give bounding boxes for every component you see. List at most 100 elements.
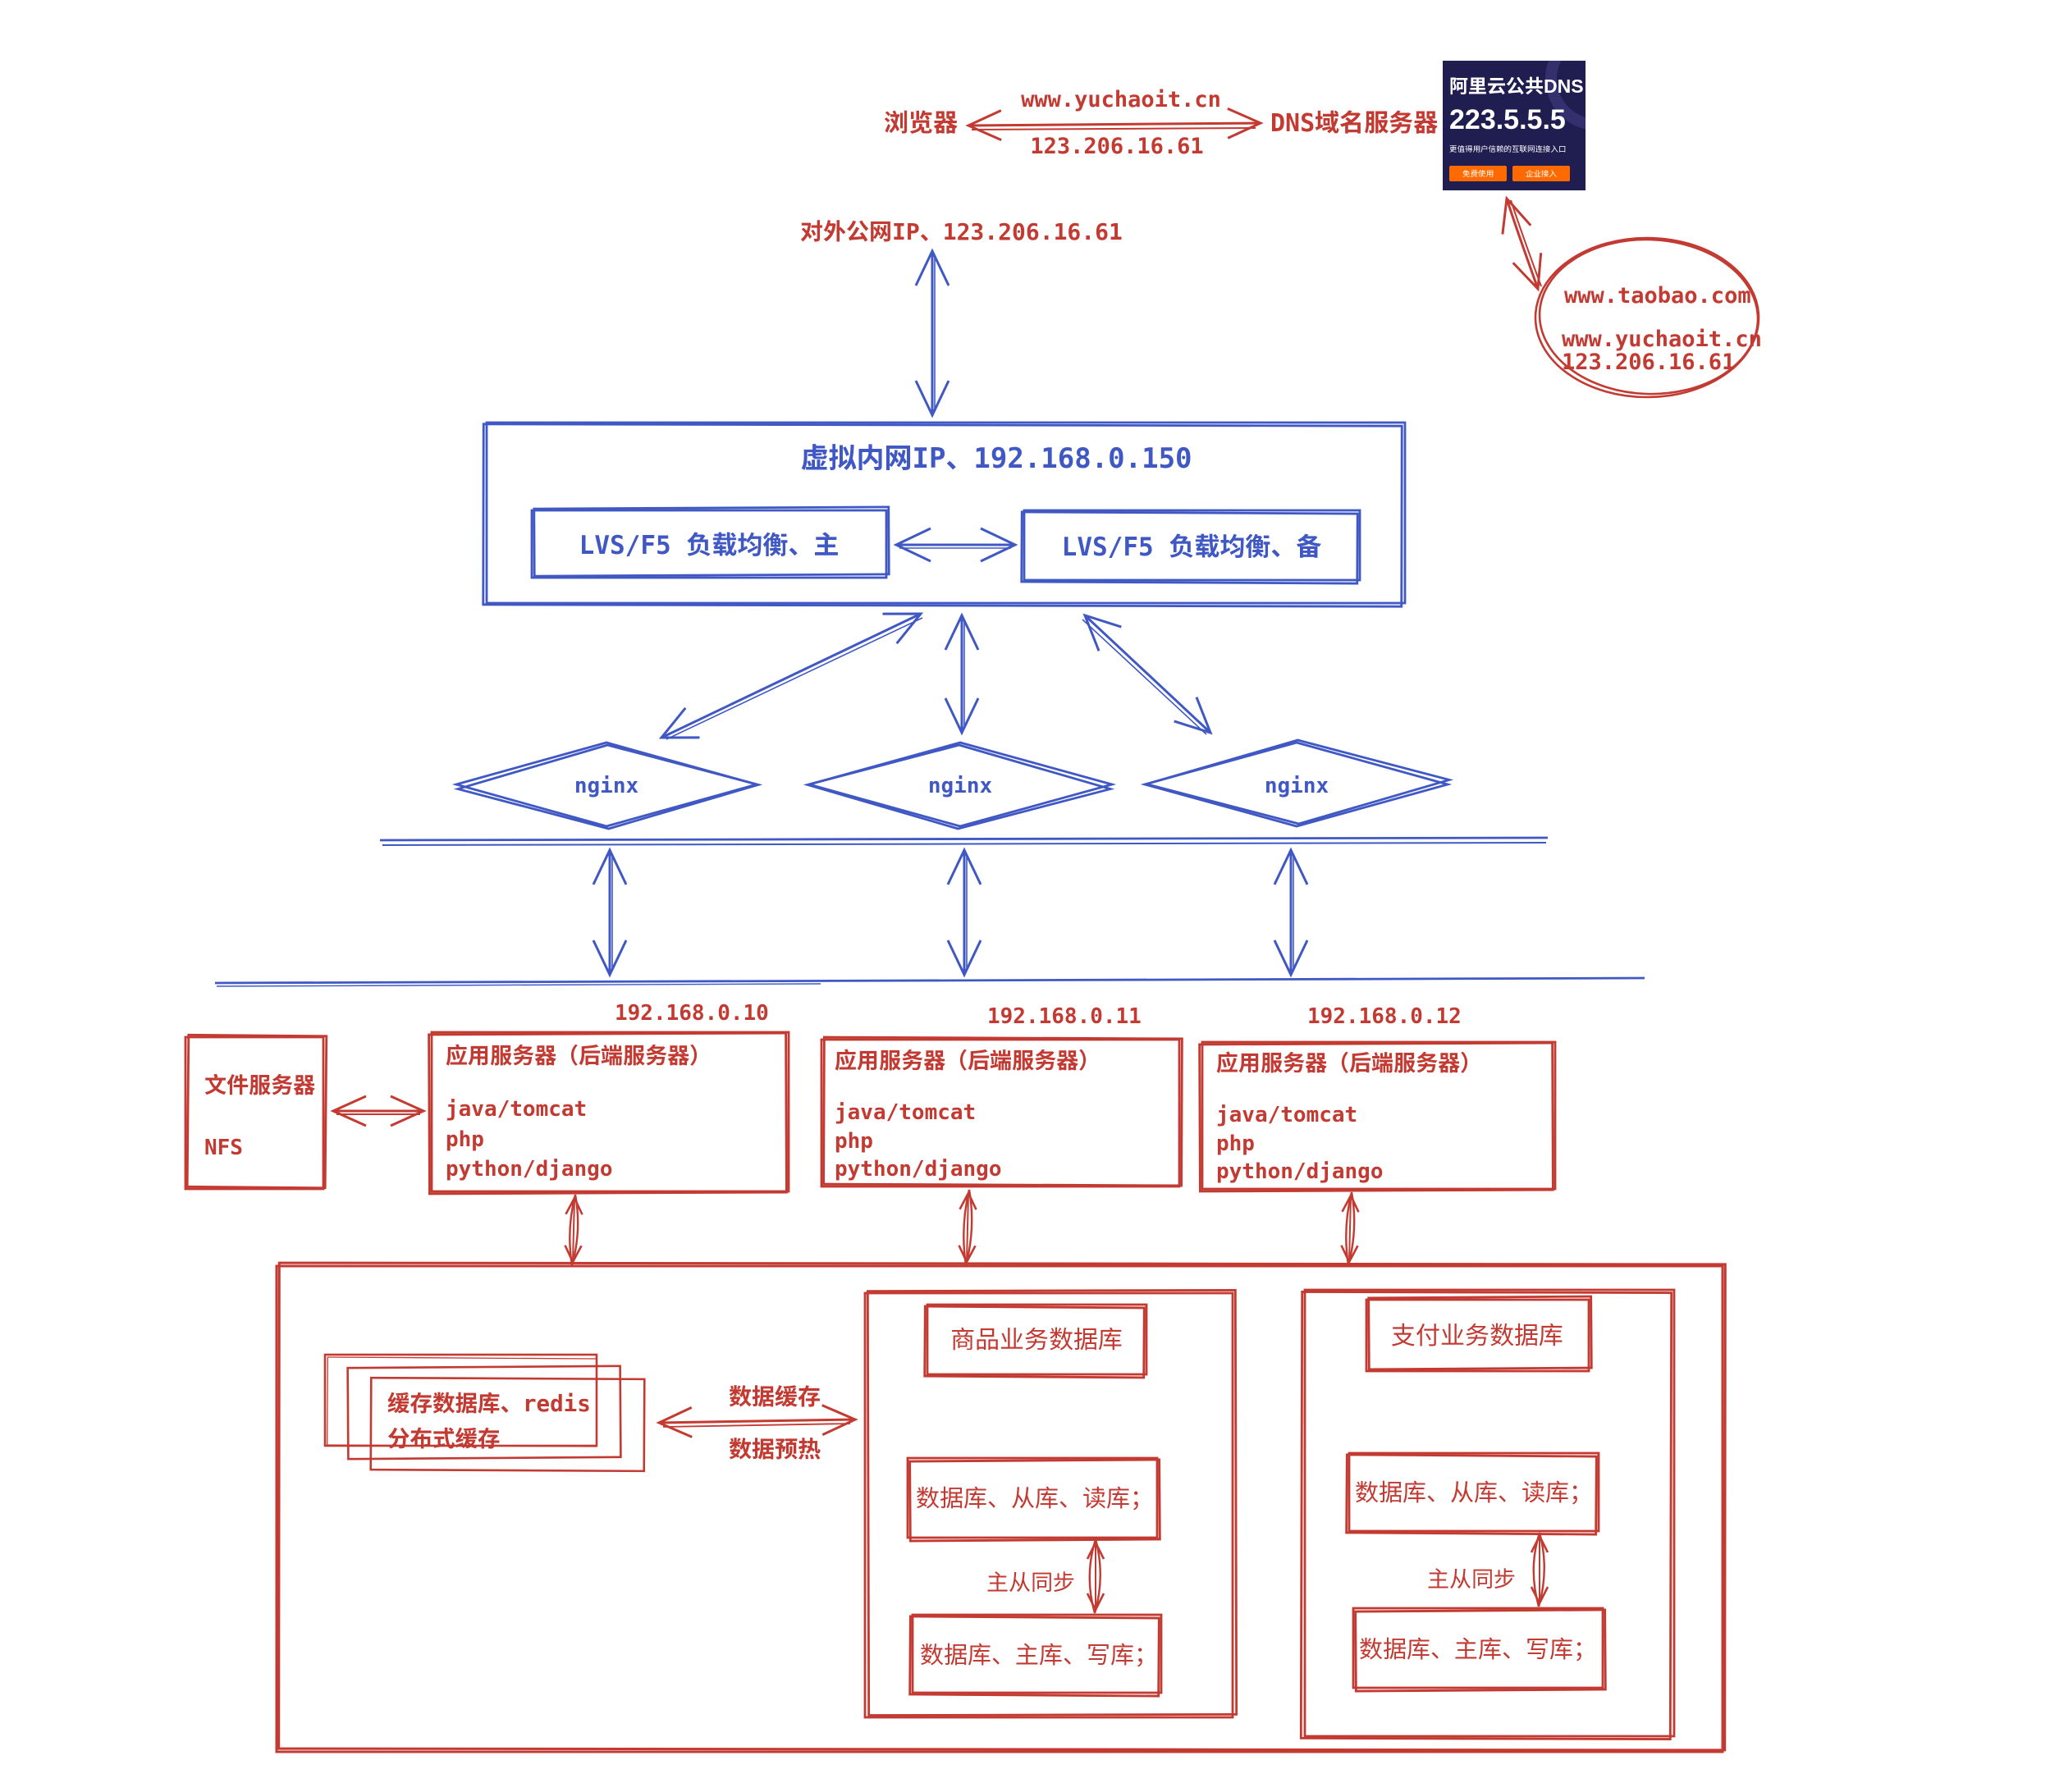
app2-datalayer-arrow bbox=[958, 1189, 977, 1266]
payment-db-group: 支付业务数据库 数据库、从库、读库； 主从同步 数据库、主库、写库； bbox=[1299, 1288, 1676, 1740]
resolve-note-ellipse: www.taobao.com www.yuchaoit.cn 123.206.1… bbox=[1534, 236, 1762, 399]
nginx-node-1: nginx bbox=[451, 741, 762, 832]
lvs-master-backup-arrow bbox=[893, 527, 1018, 563]
bus-vertical-arrows bbox=[592, 847, 1309, 978]
card-enterprise-button-label: 企业接入 bbox=[1526, 170, 1558, 179]
app-ip-3: 192.168.0.12 bbox=[1307, 1004, 1462, 1029]
data-layer-box bbox=[275, 1261, 1727, 1753]
lvs-backup-box bbox=[1023, 509, 1361, 582]
app-title-1: 应用服务器（后端服务器） bbox=[446, 1044, 712, 1069]
domain-label: www.yuchaoit.cn bbox=[1021, 87, 1221, 112]
card-free-button-bg[interactable] bbox=[1449, 166, 1507, 181]
card-ellipse-arrow bbox=[1501, 195, 1543, 292]
app-stack-3-java: java/tomcat bbox=[1216, 1103, 1357, 1127]
payment-db-title: 支付业务数据库 bbox=[1391, 1323, 1563, 1350]
network-bus-upper bbox=[379, 836, 1549, 846]
nginx-diamond-2 bbox=[804, 741, 1117, 828]
card-ip: 223.5.5.5 bbox=[1449, 104, 1566, 135]
app-stack-3-python: python/django bbox=[1216, 1159, 1384, 1184]
file-server-box: 文件服务器 NFS bbox=[184, 1033, 328, 1191]
app-stack-1-python: python/django bbox=[446, 1157, 613, 1182]
file-server-protocol: NFS bbox=[204, 1136, 243, 1160]
app-server-1: 应用服务器（后端服务器） java/tomcat php python/djan… bbox=[428, 1031, 790, 1195]
app-ip-1: 192.168.0.10 bbox=[615, 1001, 769, 1026]
nginx-diamond-3 bbox=[1140, 741, 1453, 828]
app-stack-1-java: java/tomcat bbox=[446, 1097, 587, 1122]
app1-datalayer-arrow bbox=[564, 1194, 583, 1266]
card-corner-decoration bbox=[1545, 61, 1586, 130]
aliyun-dns-card: 阿里云公共DNS 223.5.5.5 更值得用户信赖的互联网连接入口 免费使用 … bbox=[1443, 61, 1586, 190]
nginx-label-3: nginx bbox=[1265, 774, 1329, 798]
cache-line-1: 缓存数据库、redis bbox=[387, 1391, 591, 1417]
card-free-button[interactable]: 免费使用 bbox=[1449, 166, 1507, 181]
lvs-backup-label: LVS/F5 负载均衡、备 bbox=[1062, 533, 1322, 562]
public-ip-label: 对外公网IP、123.206.16.61 bbox=[800, 218, 1123, 245]
app-datalayer-arrows bbox=[564, 1189, 1360, 1266]
nginx-label-2: nginx bbox=[928, 774, 992, 798]
cache-arrow-label-bottom: 数据预热 bbox=[729, 1436, 821, 1463]
file-app-arrow bbox=[330, 1095, 427, 1127]
app-stack-2-php: php bbox=[835, 1129, 873, 1154]
public-ip-arrow bbox=[914, 248, 950, 418]
payment-db-master-label: 数据库、主库、写库； bbox=[1359, 1637, 1597, 1663]
card-subtitle: 更值得用户信赖的互联网连接入口 bbox=[1449, 144, 1567, 154]
product-db-master-label: 数据库、主库、写库； bbox=[920, 1643, 1158, 1669]
resolved-ip-label: 123.206.16.61 bbox=[1030, 134, 1203, 159]
product-db-slave-label: 数据库、从库、读库； bbox=[916, 1486, 1154, 1512]
app-title-2: 应用服务器（后端服务器） bbox=[835, 1049, 1101, 1074]
lvs-master-label: LVS/F5 负载均衡、主 bbox=[579, 531, 840, 560]
browser-dns-arrow bbox=[965, 107, 1264, 142]
app-server-rect-3 bbox=[1201, 1040, 1557, 1191]
app-server-rect-2 bbox=[820, 1038, 1181, 1188]
nginx-node-2: nginx bbox=[804, 741, 1117, 832]
cache-arrow-label-top: 数据缓存 bbox=[729, 1383, 821, 1410]
note-ip: 123.206.16.61 bbox=[1562, 350, 1735, 375]
payment-db-title-box bbox=[1365, 1298, 1590, 1373]
product-db-sync-arrow bbox=[1086, 1538, 1105, 1614]
lvs-master-box bbox=[530, 509, 888, 579]
app3-datalayer-arrow bbox=[1340, 1191, 1360, 1266]
card-free-button-label: 免费使用 bbox=[1462, 169, 1494, 179]
cache-rect-middle bbox=[346, 1365, 622, 1461]
lvs-cluster-box: 虚拟内网IP、192.168.0.150 LVS/F5 负载均衡、主 LVS/F… bbox=[482, 421, 1407, 608]
redis-cache-stack: 缓存数据库、redis 分布式缓存 bbox=[323, 1353, 646, 1473]
file-server-name: 文件服务器 bbox=[204, 1073, 315, 1099]
product-db-slave-box bbox=[906, 1456, 1159, 1539]
product-db-group: 商品业务数据库 数据库、从库、读库； 主从同步 数据库、主库、写库； bbox=[863, 1289, 1238, 1719]
payment-db-master-box bbox=[1352, 1607, 1604, 1689]
browser-dns-flow: 浏览器 www.yuchaoit.cn 123.206.16.61 DNS域名服… bbox=[884, 87, 1438, 159]
product-db-container bbox=[863, 1291, 1234, 1719]
file-server-rect bbox=[184, 1035, 325, 1191]
note-domain-taobao: www.taobao.com bbox=[1564, 283, 1751, 309]
cache-rect-front bbox=[369, 1376, 646, 1473]
network-bus-lower bbox=[214, 976, 1645, 987]
app-server-rect-1 bbox=[430, 1031, 790, 1193]
product-db-sync-label: 主从同步 bbox=[986, 1570, 1075, 1595]
app-stack-2-python: python/django bbox=[835, 1157, 1002, 1182]
card-enterprise-button-bg[interactable] bbox=[1512, 166, 1570, 181]
payment-db-slave-box bbox=[1348, 1451, 1600, 1533]
app-server-2: 应用服务器（后端服务器） java/tomcat php python/djan… bbox=[820, 1035, 1183, 1188]
nginx-label-1: nginx bbox=[574, 774, 638, 798]
card-title: 阿里云公共DNS bbox=[1449, 75, 1584, 97]
note-domain-yuchaoit: www.yuchaoit.cn bbox=[1562, 327, 1762, 352]
product-db-master-box bbox=[911, 1613, 1163, 1694]
dns-server-label: DNS域名服务器 bbox=[1270, 109, 1438, 138]
lvs-outer-box bbox=[485, 421, 1407, 605]
app-server-3: 应用服务器（后端服务器） java/tomcat php python/djan… bbox=[1198, 1040, 1557, 1193]
app-stack-2-java: java/tomcat bbox=[835, 1100, 976, 1125]
payment-db-container bbox=[1303, 1288, 1676, 1738]
payment-db-sync-label: 主从同步 bbox=[1427, 1567, 1516, 1592]
product-db-title: 商品业务数据库 bbox=[950, 1327, 1123, 1354]
payment-db-slave-label: 数据库、从库、读库； bbox=[1355, 1480, 1593, 1506]
payment-db-sync-arrow bbox=[1530, 1532, 1549, 1607]
data-layer-rect bbox=[275, 1264, 1724, 1753]
card-enterprise-button[interactable]: 企业接入 bbox=[1512, 166, 1570, 181]
cache-db-arrow: 数据缓存 数据预热 bbox=[656, 1383, 858, 1463]
browser-label: 浏览器 bbox=[884, 109, 958, 138]
lvs-title: 虚拟内网IP、192.168.0.150 bbox=[800, 442, 1192, 475]
app-stack-1-php: php bbox=[446, 1127, 484, 1152]
lvs-nginx-arrows bbox=[658, 612, 1213, 740]
product-db-title-box bbox=[926, 1303, 1148, 1376]
